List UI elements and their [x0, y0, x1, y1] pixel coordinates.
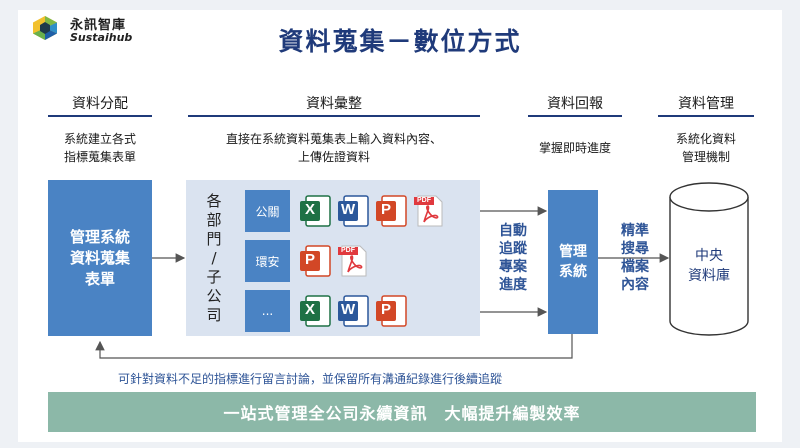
auto-tracking-label: 自動 追蹤 專案 進度 [499, 223, 527, 293]
column-heading-distribution: 資料分配 [72, 96, 128, 112]
column-desc-integration: 直接在系統資料蒐集表上輸入資料內容、上傳佐證資料 [225, 132, 442, 164]
database-cylinder-icon [669, 182, 749, 336]
column-divider [48, 115, 152, 117]
precise-search-label: 精準 搜尋 檔案 內容 [621, 223, 649, 293]
brand-name-en: Sustaihub [70, 31, 133, 44]
excel-icon: X [298, 294, 332, 328]
excel-icon: X [298, 194, 332, 228]
feedback-loop-line [95, 334, 573, 359]
department-row-pr: 公關 [245, 190, 290, 232]
word-icon: W [336, 194, 370, 228]
summary-banner: 一站式管理全公司永續資訊 大幅提升編製效率 [48, 392, 756, 432]
brand-name-cn: 永訊智庫 [70, 18, 127, 33]
column-desc-reporting: 掌握即時進度 [538, 141, 611, 155]
brand-logo-icon [33, 16, 57, 40]
feedback-footnote: 可針對資料不足的指標進行留言討論，並保留所有溝通紀錄進行後續追蹤 [118, 372, 503, 386]
column-heading-reporting: 資料回報 [547, 96, 603, 112]
powerpoint-icon: P [374, 194, 408, 228]
column-divider [528, 115, 622, 117]
column-desc-management: 系統化資料管理機制 [675, 132, 736, 164]
pdf-icon: PDF [336, 244, 370, 278]
department-row-other: ... [245, 290, 290, 332]
powerpoint-icon: P [298, 244, 332, 278]
word-icon: W [336, 294, 370, 328]
powerpoint-icon: P [374, 294, 408, 328]
column-heading-integration: 資料彙整 [306, 96, 362, 112]
department-row-esh: 環安 [245, 240, 290, 282]
page-title: 資料蒐集－數位方式 [278, 27, 522, 56]
column-heading-management: 資料管理 [678, 96, 734, 112]
database-label: 中央 資料庫 [688, 248, 730, 284]
departments-vertical-label: 各 部 門 / 子 公 司 [206, 192, 222, 324]
pdf-icon: PDF [412, 194, 446, 228]
column-divider [658, 115, 754, 117]
form-box: 管理系統 資料蒐集 表單 [48, 180, 152, 336]
management-system-box: 管理 系統 [548, 190, 598, 334]
column-divider [188, 115, 480, 117]
column-desc-distribution: 系統建立各式指標蒐集表單 [63, 132, 136, 164]
